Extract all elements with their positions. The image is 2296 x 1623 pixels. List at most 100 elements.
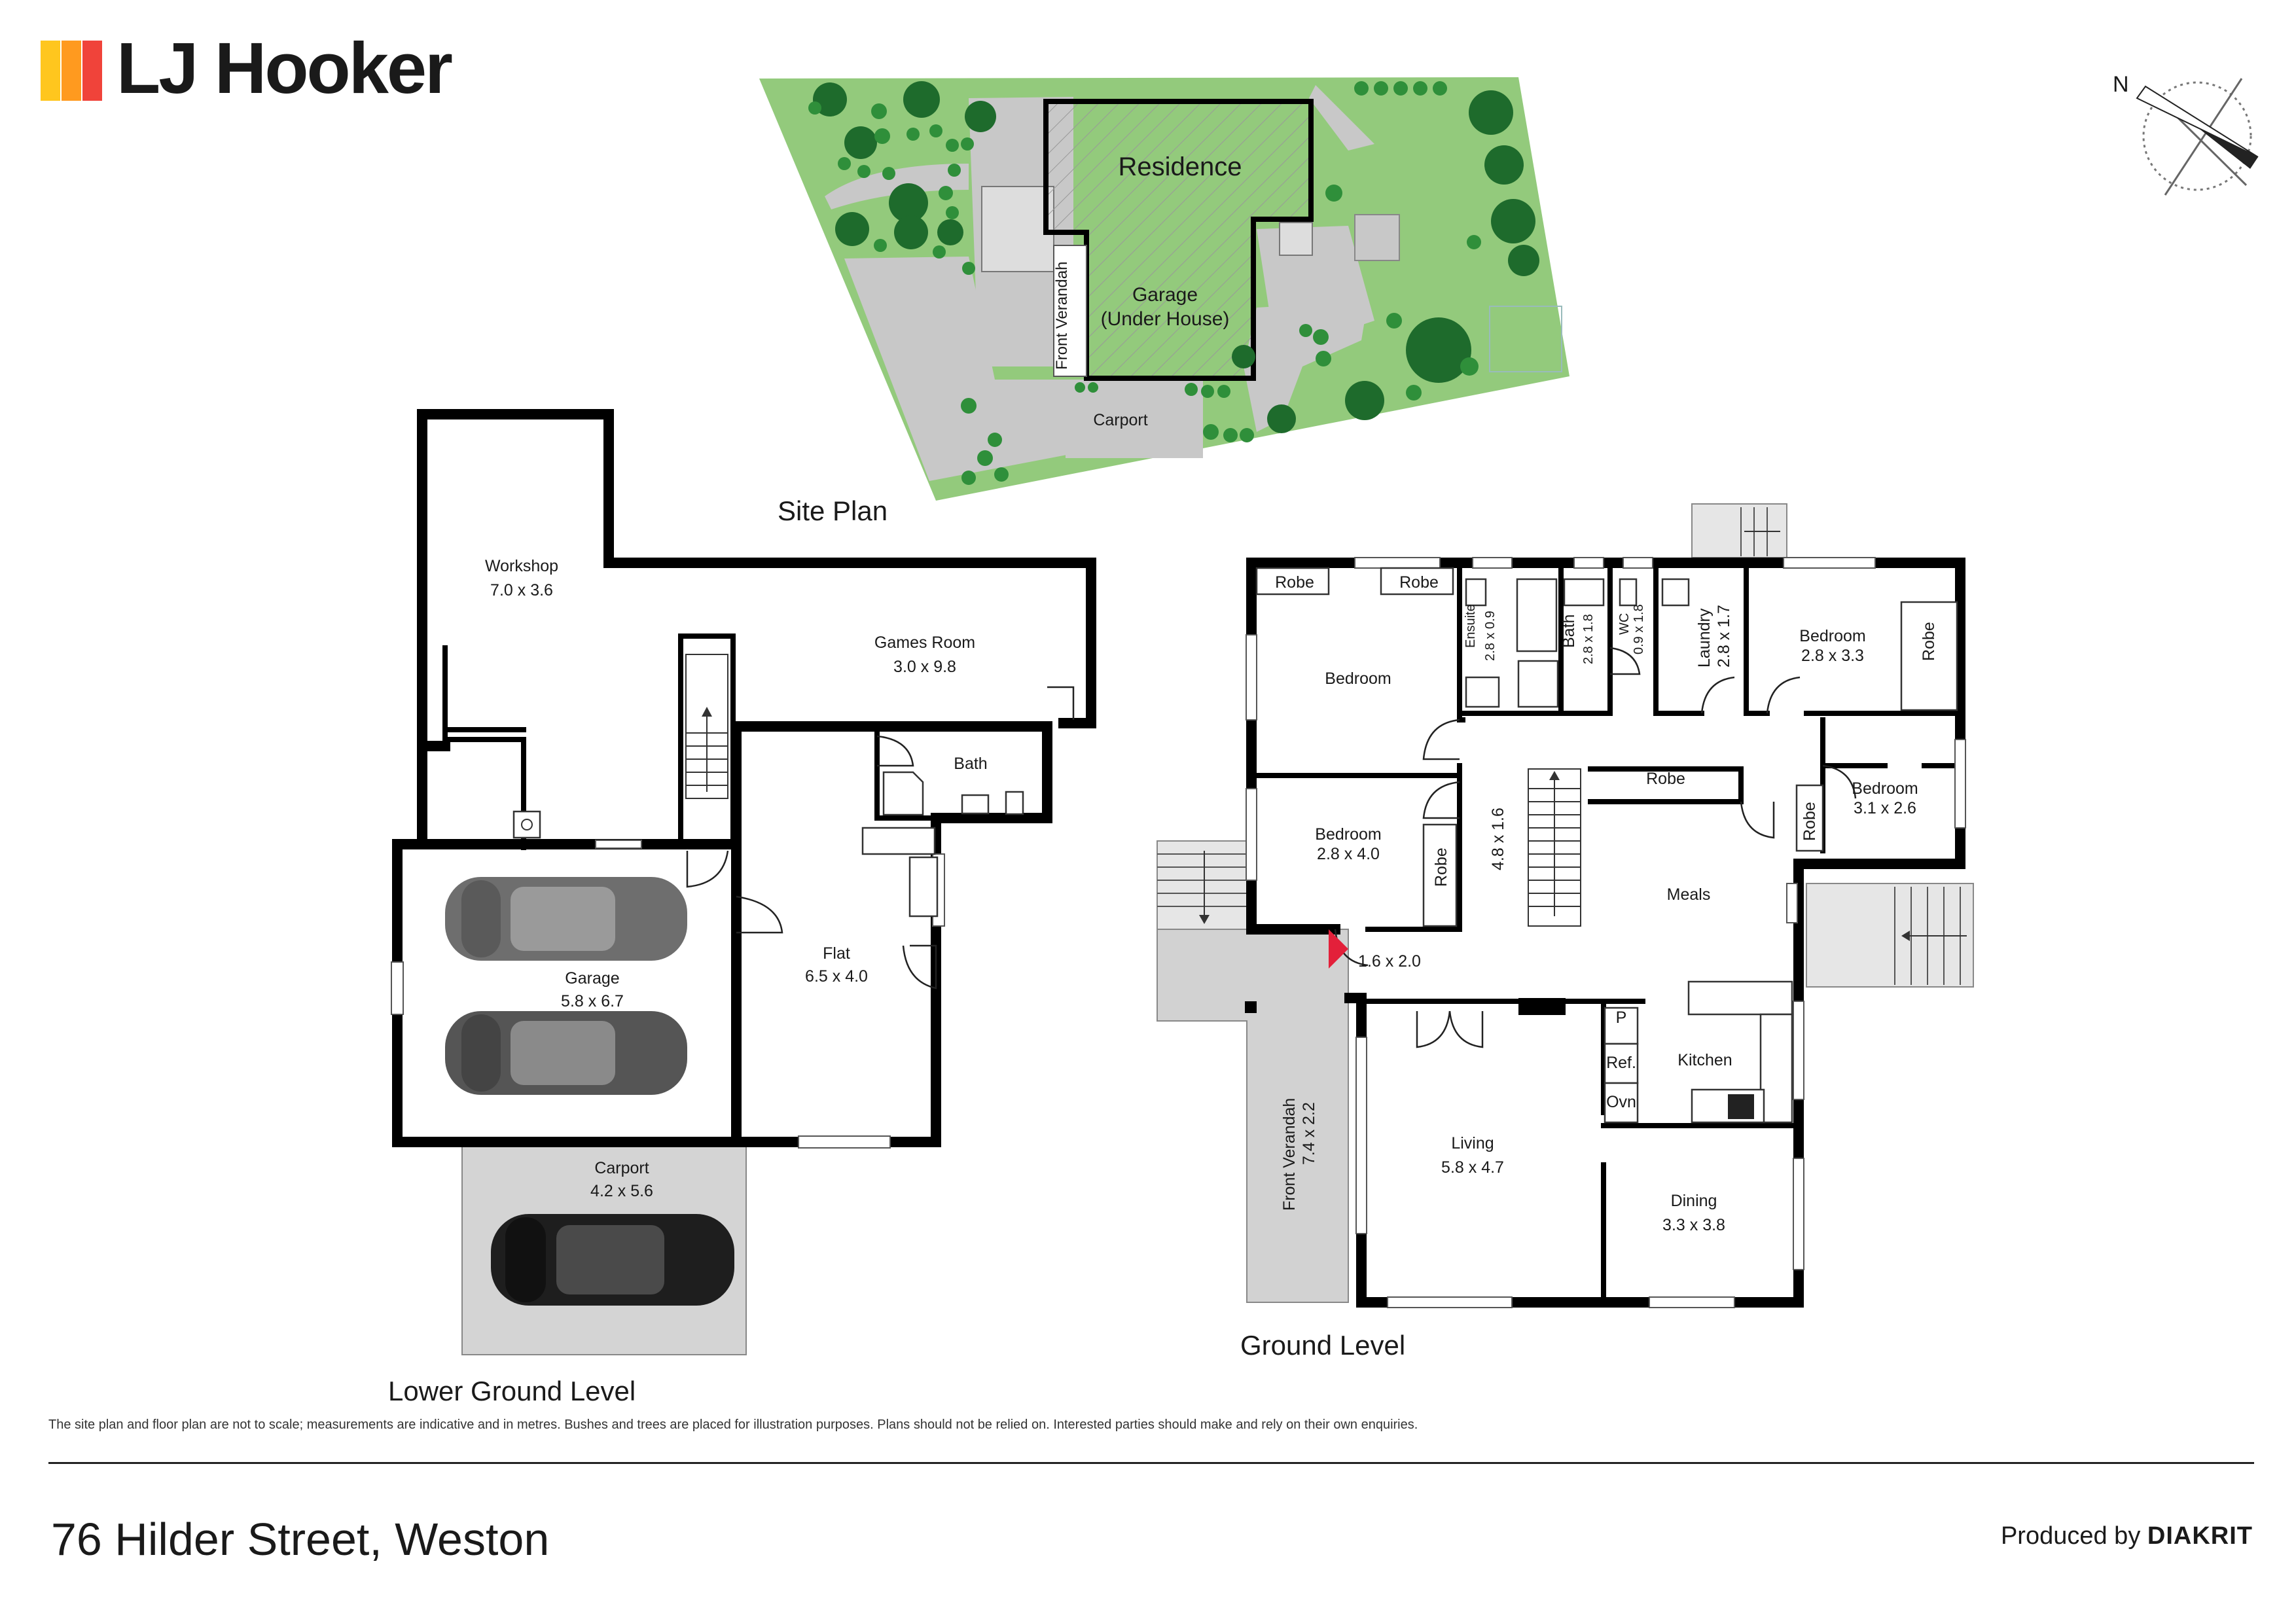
- bedroom-e-label: Bedroom: [1852, 779, 1918, 798]
- front-verandah-dims: 7.4 x 2.2: [1300, 1102, 1318, 1165]
- lower-shower-icon: [882, 771, 924, 816]
- brand-logo: [41, 41, 106, 101]
- fridge-space: [1604, 1043, 1639, 1084]
- ground-stairs: [1528, 768, 1581, 927]
- bedroom-w-label: Bedroom: [1315, 825, 1381, 844]
- compass-north-label: N: [2113, 72, 2129, 97]
- logo-stripe-yellow: [41, 41, 60, 101]
- ensuite-dims: 2.8 x 0.9: [1483, 611, 1498, 661]
- site-paving: [844, 257, 1067, 481]
- lower-vanity-icon: [961, 794, 990, 815]
- lower-carport-dims: 4.2 x 5.6: [590, 1182, 653, 1200]
- lower-ground-title: Lower Ground Level: [388, 1376, 636, 1406]
- robe-ne-label: Robe: [1920, 622, 1938, 661]
- front-verandah-area: [1157, 929, 1349, 1303]
- logo-stripe-orange: [62, 41, 81, 101]
- laundry-tub-icon: [1661, 578, 1690, 607]
- site-garage-sublabel: (Under House): [1101, 308, 1230, 330]
- ground-fireplace: [1518, 998, 1566, 1015]
- site-front-verandah: [1053, 245, 1087, 377]
- dining-dims: 3.3 x 3.8: [1662, 1216, 1725, 1234]
- produced-by-prefix: Produced by: [2000, 1522, 2141, 1550]
- site-carport-label: Carport: [1093, 411, 1147, 429]
- site-plan-title: Site Plan: [778, 495, 888, 526]
- garage-car-1-icon: [445, 877, 687, 961]
- lower-toilet-icon: [1005, 791, 1024, 815]
- flat-label: Flat: [823, 944, 850, 963]
- bath-vanity-icon: [1563, 578, 1605, 607]
- flat-kitchenette-icon: [908, 856, 939, 918]
- lower-garage-dims: 5.8 x 6.7: [561, 992, 624, 1010]
- wc-toilet-icon: [1619, 578, 1638, 607]
- lower-carport-label: Carport: [594, 1159, 649, 1177]
- logo-stripe-red: [82, 41, 102, 101]
- living-label: Living: [1451, 1134, 1494, 1152]
- meals-label: Meals: [1667, 885, 1711, 904]
- robe-hall-label: Robe: [1646, 770, 1685, 788]
- pantry-label: P: [1616, 1008, 1627, 1027]
- kitchen-label: Kitchen: [1677, 1051, 1732, 1069]
- bath-label: Bath: [1560, 615, 1578, 648]
- compass-icon: N: [2113, 72, 2259, 196]
- bath-shower-icon: [1517, 660, 1559, 708]
- bedroom-e-dims: 3.1 x 2.6: [1854, 799, 1916, 817]
- ensuite-shower-icon: [1465, 676, 1500, 708]
- workshop-dims: 7.0 x 3.6: [490, 581, 553, 599]
- footer-divider: [48, 1462, 2254, 1464]
- lower-bath-label: Bath: [954, 755, 987, 773]
- site-trees: [808, 81, 1539, 485]
- games-room-label: Games Room: [874, 633, 975, 652]
- oven-label: Ovn: [1606, 1093, 1636, 1111]
- kitchen-bench: [1687, 980, 1793, 1016]
- games-room-dims: 3.0 x 9.8: [893, 658, 956, 676]
- ensuite-toilet-icon: [1465, 578, 1487, 607]
- laundry-label: Laundry: [1695, 608, 1713, 668]
- front-verandah-label: Front Verandah: [1280, 1098, 1299, 1211]
- bath-tub-icon: [1516, 578, 1558, 652]
- carport-car-icon: [491, 1214, 734, 1306]
- robe-e-label: Robe: [1801, 802, 1819, 841]
- ground-laundry-steps: [1740, 507, 1780, 556]
- ground-level-title: Ground Level: [1240, 1330, 1405, 1361]
- wc-label: WC: [1617, 613, 1632, 635]
- robe-label-1: Robe: [1275, 573, 1314, 592]
- entry-marker-icon: [1329, 929, 1348, 969]
- brand-name: LJ Hooker: [117, 28, 453, 109]
- produced-by: Produced by DIAKRIT: [2001, 1522, 2253, 1550]
- fridge-label: Ref.: [1606, 1054, 1636, 1072]
- bedroom-main-label: Bedroom: [1325, 669, 1391, 688]
- site-garage-label: Garage: [1132, 284, 1198, 306]
- lower-ground-level: Workshop 7.0 x 3.6 Games Room 3.0 x 9.8 …: [388, 409, 1096, 1406]
- robe-label-2: Robe: [1399, 573, 1439, 592]
- ground-rear-steps: [1894, 887, 1967, 985]
- lower-stairs: [685, 654, 728, 799]
- bedroom-ne-label: Bedroom: [1799, 627, 1865, 645]
- disclaimer-text: The site plan and floor plan are not to …: [48, 1418, 1418, 1432]
- ensuite-label: Ensuite: [1463, 604, 1478, 648]
- site-plan: Residence Garage (Under House) Front Ver…: [759, 77, 1570, 526]
- laundry-dims: 2.8 x 1.7: [1715, 605, 1733, 668]
- property-address: 76 Hilder Street, Weston: [51, 1514, 550, 1565]
- robe-w-label: Robe: [1432, 847, 1450, 887]
- workshop-sink-icon: [512, 810, 541, 839]
- living-dims: 5.8 x 4.7: [1441, 1158, 1504, 1177]
- bath-dims: 2.8 x 1.8: [1581, 614, 1596, 664]
- site-front-verandah-label: Front Verandah: [1053, 262, 1071, 370]
- lower-garage-label: Garage: [565, 969, 619, 988]
- bedroom-ne-dims: 2.8 x 3.3: [1801, 647, 1864, 665]
- ground-level: Robe Robe Bedroom Ensuite 2.8 x 0.9 Bath…: [1157, 503, 1974, 1361]
- site-residence-label: Residence: [1118, 152, 1242, 181]
- cooktop-icon: [1728, 1094, 1754, 1119]
- entry-dims: 1.6 x 2.0: [1358, 952, 1421, 971]
- produced-by-brand: DIAKRIT: [2147, 1522, 2253, 1550]
- site-carport-pad: [1066, 380, 1203, 458]
- hall-dims: 4.8 x 1.6: [1489, 808, 1507, 870]
- dining-label: Dining: [1671, 1192, 1717, 1210]
- garage-car-2-icon: [445, 1011, 687, 1095]
- oven: [1604, 1082, 1639, 1124]
- ground-entry-steps: [1157, 851, 1247, 924]
- site-residence: [1043, 99, 1314, 381]
- wc-dims: 0.9 x 1.8: [1632, 604, 1646, 654]
- flat-dims: 6.5 x 4.0: [805, 967, 868, 986]
